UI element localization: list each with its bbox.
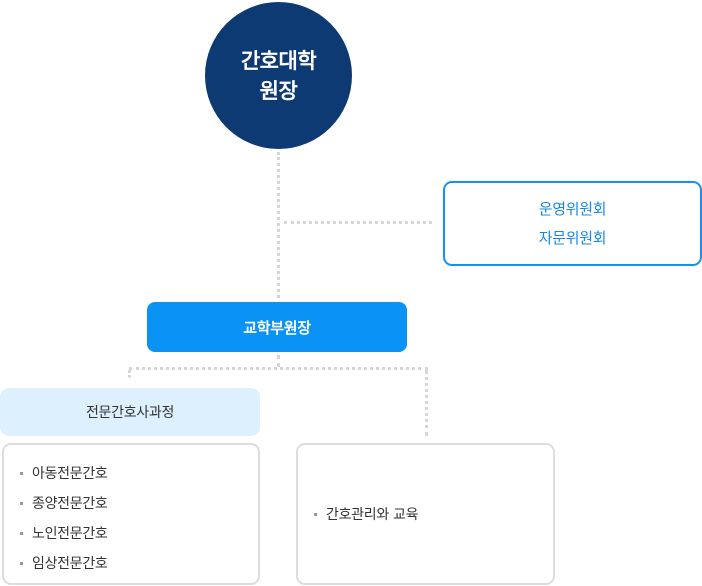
connector-branch-left [128, 370, 131, 378]
list-item: 노인전문간호 [20, 518, 258, 548]
connector-dean-to-vice-dean [277, 152, 280, 298]
list-item: 종양전문간호 [20, 488, 258, 518]
dean-title-line1: 간호대학 [240, 48, 317, 73]
vice-dean-label: 교학부원장 [243, 318, 311, 337]
bullet-icon [314, 512, 317, 516]
operating-committee-label: 운영위원회 [538, 199, 607, 218]
advisory-committee-label: 자문위원회 [538, 228, 607, 247]
education-list: 간호관리와 교육 [298, 499, 419, 529]
list-item-label: 간호관리와 교육 [326, 507, 419, 523]
list-item-label: 노인전문간호 [32, 526, 108, 542]
bullet-icon [20, 471, 23, 475]
list-item: 아동전문간호 [20, 458, 258, 488]
connector-to-committee [284, 221, 432, 224]
course-list-box: 아동전문간호 종양전문간호 노인전문간호 임상전문간호 [2, 443, 260, 585]
vice-dean-node: 교학부원장 [147, 302, 407, 352]
course-header: 전문간호사과정 [0, 388, 260, 436]
list-item: 간호관리와 교육 [314, 499, 419, 529]
bullet-icon [20, 561, 23, 565]
bullet-icon [20, 501, 23, 505]
connector-vice-dean-down [277, 355, 280, 367]
education-list-box: 간호관리와 교육 [296, 443, 555, 585]
connector-branch-right [425, 370, 428, 436]
list-item: 임상전문간호 [20, 548, 258, 578]
committee-node: 운영위원회 자문위원회 [443, 181, 702, 266]
course-title: 전문간호사과정 [85, 405, 175, 421]
dean-node: 간호대학 원장 [205, 2, 352, 149]
dean-title-line2: 원장 [259, 78, 298, 103]
list-item-label: 아동전문간호 [32, 466, 108, 482]
list-item-label: 종양전문간호 [32, 496, 108, 512]
bullet-icon [20, 531, 23, 535]
course-list: 아동전문간호 종양전문간호 노인전문간호 임상전문간호 [4, 445, 258, 578]
connector-branch-horizontal [129, 367, 428, 370]
list-item-label: 임상전문간호 [32, 556, 108, 572]
